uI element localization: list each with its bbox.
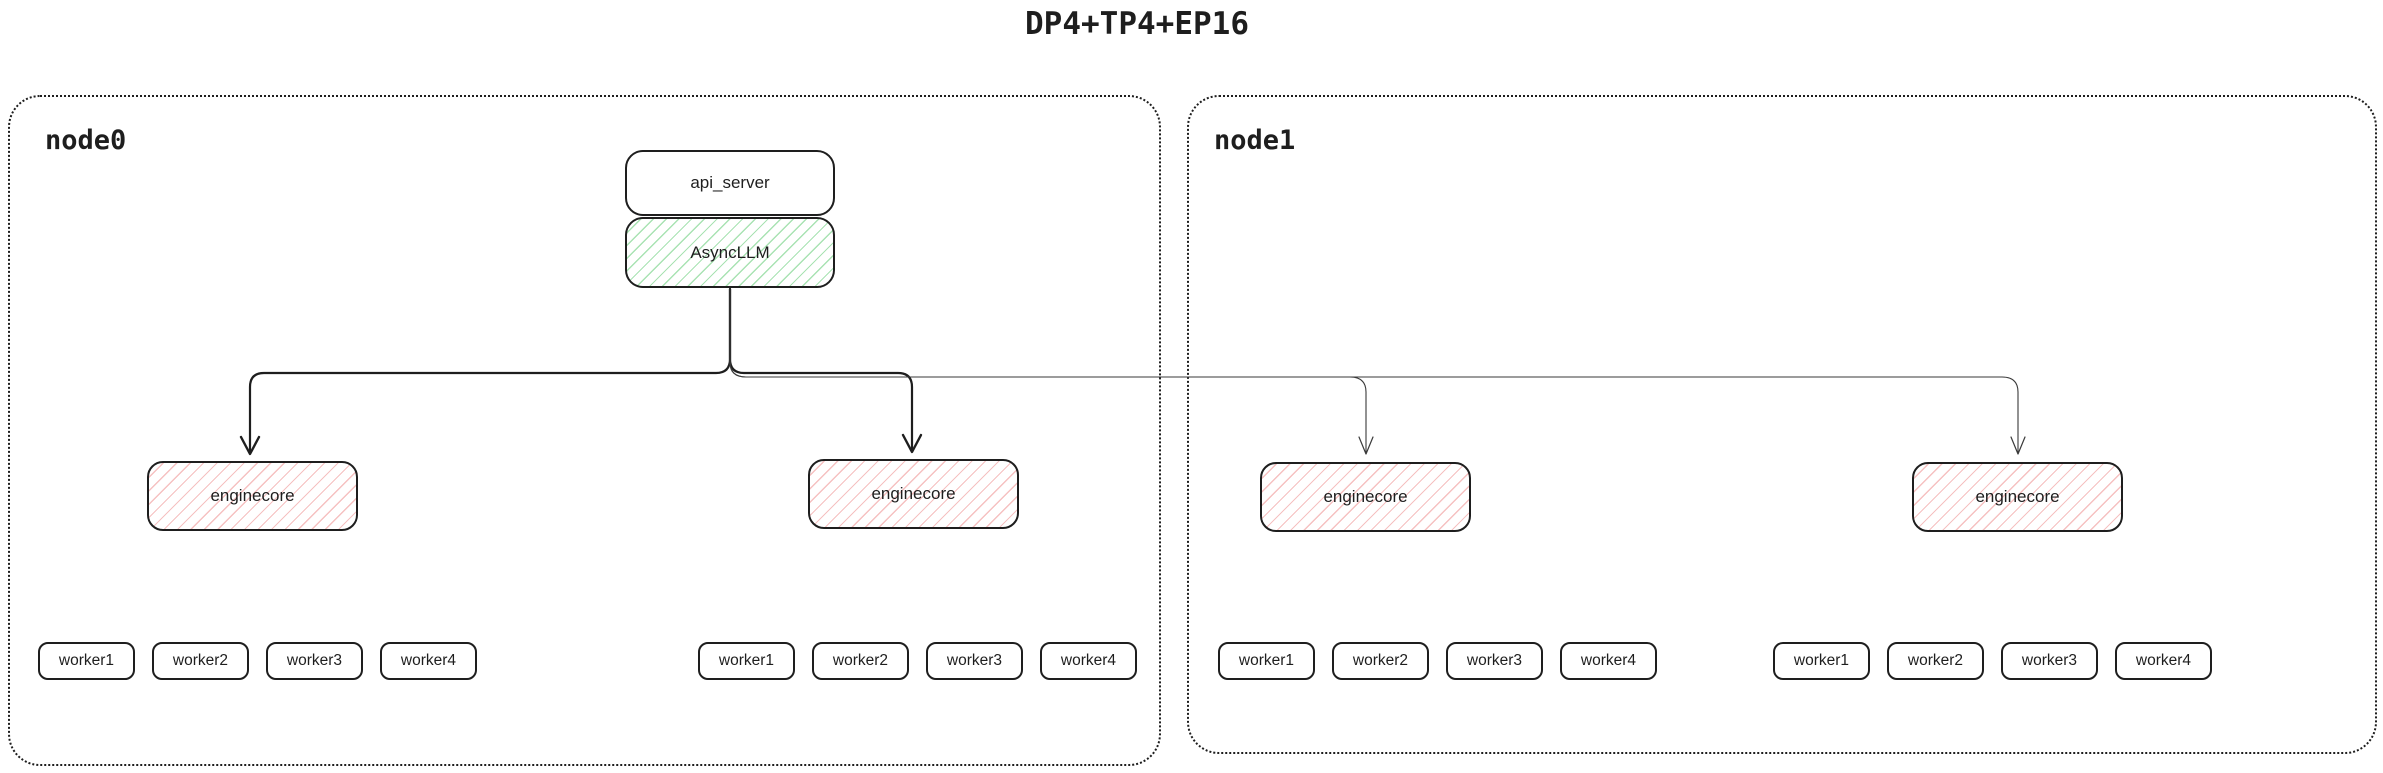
worker-box: worker1: [38, 642, 135, 680]
worker-box: worker3: [926, 642, 1023, 680]
diagram-title: DP4+TP4+EP16: [1025, 6, 1249, 42]
enginecore-node1-1: enginecore: [1912, 462, 2123, 532]
worker-group-node1-0: worker1 worker2 worker3 worker4: [1218, 642, 1657, 680]
asyncllm-label: AsyncLLM: [690, 242, 770, 262]
worker-box: worker1: [1218, 642, 1315, 680]
worker-box: worker2: [1332, 642, 1429, 680]
worker-box: worker4: [1040, 642, 1137, 680]
worker-box: worker2: [812, 642, 909, 680]
worker-box: worker4: [1560, 642, 1657, 680]
worker-box: worker3: [266, 642, 363, 680]
asyncllm-box: AsyncLLM: [625, 217, 835, 288]
enginecore-label: enginecore: [1323, 487, 1408, 506]
enginecore-node1-0: enginecore: [1260, 462, 1471, 532]
worker-group-node0-1: worker1 worker2 worker3 worker4: [698, 642, 1137, 680]
worker-box: worker1: [698, 642, 795, 680]
worker-group-node0-0: worker1 worker2 worker3 worker4: [38, 642, 477, 680]
enginecore-label: enginecore: [1975, 487, 2060, 506]
worker-box: worker4: [2115, 642, 2212, 680]
enginecore-node0-0: enginecore: [147, 461, 358, 531]
enginecore-label: enginecore: [871, 484, 956, 503]
worker-box: worker1: [1773, 642, 1870, 680]
enginecore-label: enginecore: [210, 486, 295, 505]
worker-box: worker2: [1887, 642, 1984, 680]
worker-box: worker4: [380, 642, 477, 680]
node1-label: node1: [1214, 125, 1296, 156]
worker-box: worker3: [2001, 642, 2098, 680]
worker-group-node1-1: worker1 worker2 worker3 worker4: [1773, 642, 2212, 680]
enginecore-node0-1: enginecore: [808, 459, 1019, 529]
node0-label: node0: [45, 125, 127, 156]
worker-box: worker2: [152, 642, 249, 680]
api-server-box: api_server: [625, 150, 835, 216]
api-server-label: api_server: [690, 173, 770, 192]
worker-box: worker3: [1446, 642, 1543, 680]
